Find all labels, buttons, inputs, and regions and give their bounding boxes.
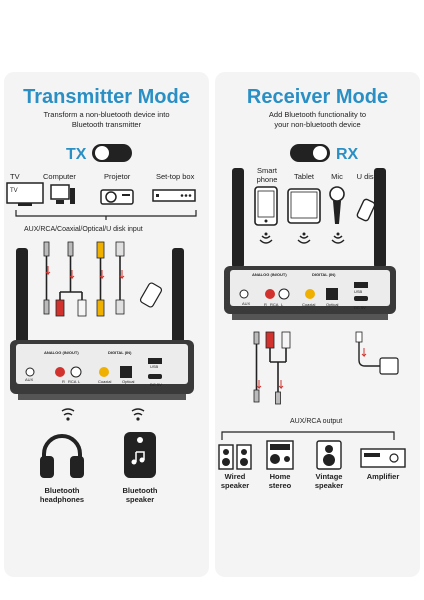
tx-coaxial-label: Coaxial (98, 379, 112, 384)
headphones-icon (40, 434, 84, 478)
rx-label: RX (336, 146, 359, 163)
rx-wave-icon-2 (297, 232, 311, 244)
rx-output-cables (253, 331, 399, 405)
rx-rca-label: RCA (270, 302, 279, 307)
device-label-mic: Mic (331, 172, 343, 181)
tx-wave-icon-1 (61, 408, 75, 421)
tx-bluetooth-device (10, 248, 194, 400)
device-label-udisk: U disk (356, 172, 378, 181)
tx-input-cables (43, 241, 163, 317)
tx-usb-label: USB (150, 364, 159, 369)
tx-optical-label: Optical (122, 379, 135, 384)
device-label-tablet: Tablet (293, 172, 314, 181)
rx-output-bracket (221, 431, 395, 440)
device-label-projector: Projetor (104, 172, 131, 181)
rx-usb-label: USB (354, 289, 363, 294)
rx-l-label: L (281, 302, 284, 307)
rx-dc-label: DC 5V (354, 305, 366, 310)
tx-dc-label: DC 5V (150, 382, 162, 387)
svg-text:TV: TV (10, 188, 18, 194)
tx-toggle[interactable] (92, 144, 132, 162)
mic-icon (329, 186, 345, 224)
tx-input-label: AUX/RCA/Coaxial/Optical/U disk input (24, 226, 143, 233)
tx-l-label: L (78, 379, 81, 384)
tv-icon: TV (6, 182, 44, 206)
vintage-speaker-icon (316, 440, 342, 470)
receiver-title: Receiver Mode (246, 86, 389, 108)
tx-label: TX (66, 146, 87, 163)
tablet-icon (287, 188, 321, 224)
computer-icon (50, 184, 75, 204)
udisk-icon (356, 198, 376, 222)
amplifier-icon (360, 448, 406, 468)
home-stereo-icon (266, 440, 294, 470)
tx-digital-label: DIGITAL (IN) (108, 350, 132, 355)
set-top-box-icon (152, 189, 196, 202)
rx-analog-label: ANALOG (IN/OUT) (252, 272, 287, 277)
rx-wave-icon-1 (259, 232, 273, 244)
rx-r-label: R (264, 302, 267, 307)
rx-toggle[interactable] (290, 144, 330, 162)
bluetooth-speaker-icon (124, 432, 156, 478)
device-label-computer: Computer (43, 172, 76, 181)
wired-speaker-icon (218, 444, 252, 470)
rx-optical-label: Optical (326, 302, 339, 307)
rx-output-label: AUX/RCA output (290, 418, 343, 425)
rx-aux-label: AUX (242, 301, 251, 306)
transmitter-subtitle: Transform a non-bluetooth device into Bl… (43, 110, 170, 129)
tx-aux-label: AUX (25, 377, 34, 382)
tx-rca-label: RCA (68, 379, 77, 384)
rx-coaxial-label: Coaxial (302, 302, 316, 307)
device-label-tv: TV (10, 172, 20, 181)
tx-analog-label: ANALOG (IN/OUT) (44, 350, 79, 355)
device-label-settop: Set-top box (156, 172, 195, 181)
output-label-amplifier: Amplifier (366, 472, 400, 481)
smartphone-icon (254, 186, 278, 226)
tx-wave-icon-2 (131, 408, 145, 421)
tx-r-label: R (62, 379, 65, 384)
receiver-subtitle: Add Bluetooth functionality to your non-… (268, 110, 367, 129)
rx-bluetooth-device (224, 168, 396, 320)
tx-device-bracket (15, 210, 197, 220)
transmitter-title: Transmitter Mode (23, 86, 190, 108)
projector-icon (100, 189, 134, 205)
rx-wave-icon-3 (331, 232, 345, 244)
rx-digital-label: DIGITAL (IN) (312, 272, 336, 277)
